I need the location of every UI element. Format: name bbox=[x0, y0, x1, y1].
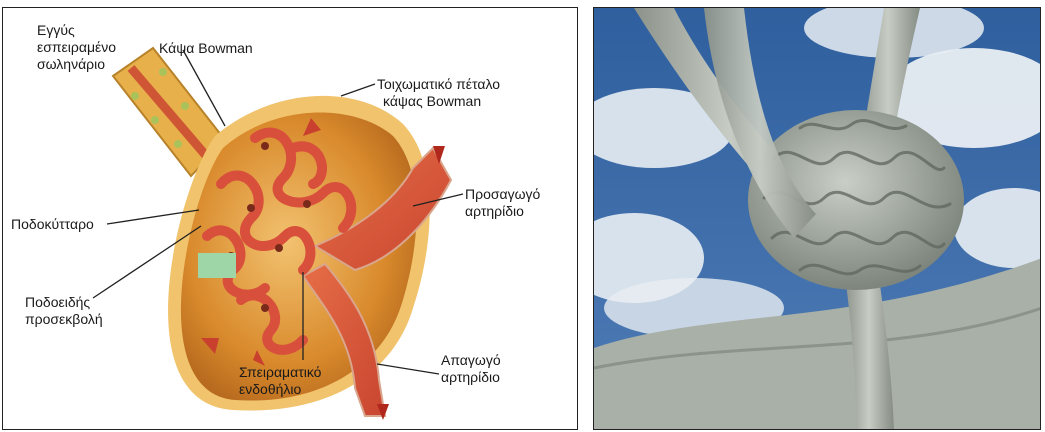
label-line: Κάψα Bowman bbox=[159, 40, 253, 57]
label-line: ενδοθήλιο bbox=[239, 381, 321, 398]
label-line: Ποδοκύτταρο bbox=[11, 216, 94, 233]
label-proximal-tubule: Εγγύς εσπειραμένο σωληνάριο bbox=[37, 22, 116, 73]
label-line: Προσαγωγό bbox=[465, 186, 540, 203]
glomerulus-micrograph bbox=[593, 7, 1041, 430]
label-podocyte: Ποδοκύτταρο bbox=[11, 216, 94, 233]
label-line: σωληνάριο bbox=[37, 56, 116, 73]
label-glomerular-endothelium: Σπειραματικό ενδοθήλιο bbox=[239, 364, 321, 398]
label-foot-process: Ποδοειδής προσεκβολή bbox=[25, 294, 103, 328]
label-line: εσπειραμένο bbox=[37, 39, 116, 56]
label-line: Εγγύς bbox=[37, 22, 116, 39]
label-parietal-layer: Τοιχωματικό πέταλο κάψας Bowman bbox=[377, 76, 500, 110]
micrograph-image bbox=[594, 8, 1041, 430]
label-line: προσεκβολή bbox=[25, 311, 103, 328]
label-bowman-capsule: Κάψα Bowman bbox=[159, 40, 253, 57]
label-line: αρτηρίδιο bbox=[465, 203, 540, 220]
label-line: Απαγωγό bbox=[441, 352, 501, 369]
label-line: Τοιχωματικό πέταλο bbox=[377, 76, 500, 93]
label-afferent-arteriole: Προσαγωγό αρτηρίδιο bbox=[465, 186, 540, 220]
label-line: κάψας Bowman bbox=[377, 93, 500, 110]
label-line: Ποδοειδής bbox=[25, 294, 103, 311]
renal-corpuscle-illustration: Εγγύς εσπειραμένο σωληνάριο Κάψα Bowman … bbox=[2, 7, 578, 430]
label-efferent-arteriole: Απαγωγό αρτηρίδιο bbox=[441, 352, 501, 386]
label-line: Σπειραματικό bbox=[239, 364, 321, 381]
label-line: αρτηρίδιο bbox=[441, 369, 501, 386]
foot-process-highlight bbox=[198, 253, 236, 278]
